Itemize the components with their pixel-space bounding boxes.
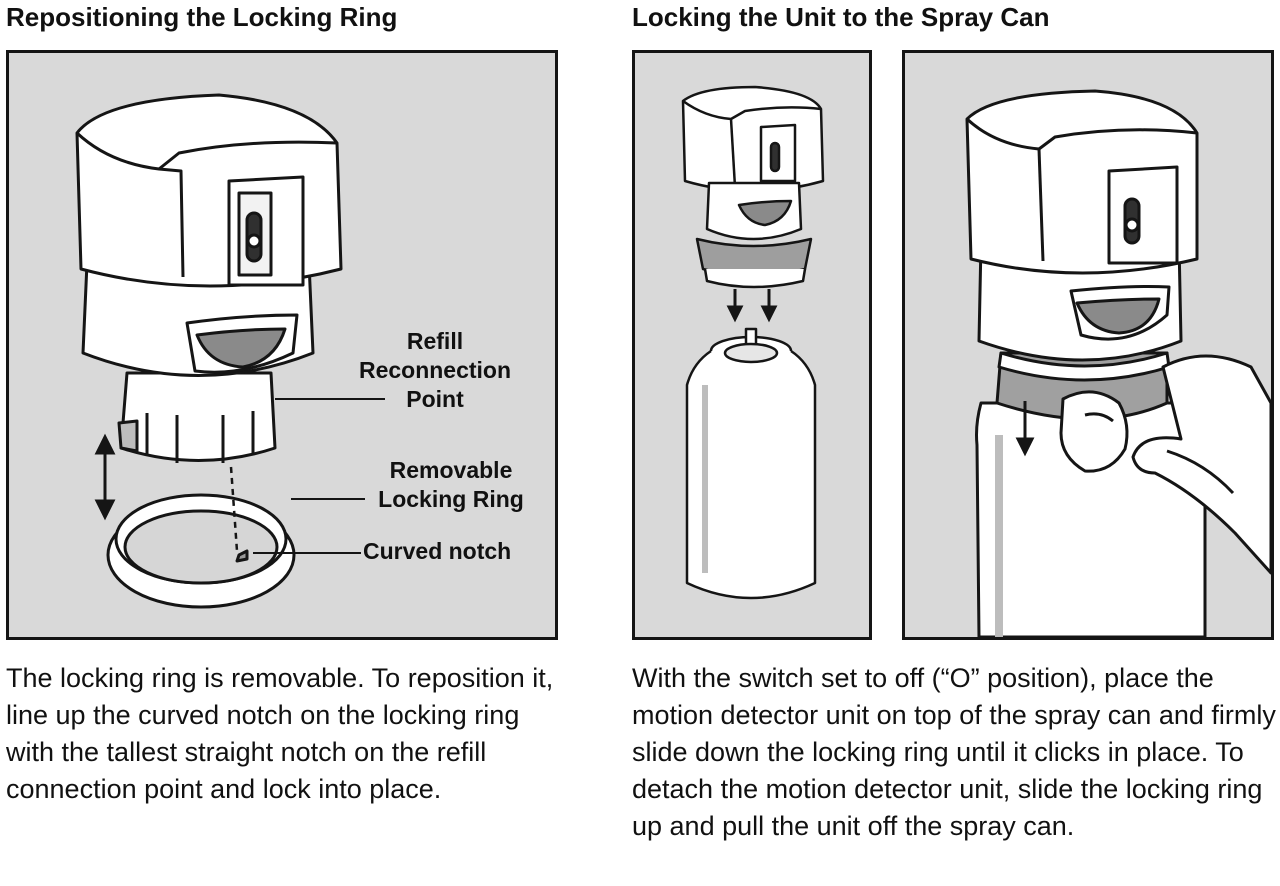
illustration-unit-above-can	[632, 50, 872, 640]
illustration-hand-locking-ring	[902, 50, 1274, 640]
paragraph-locking-instructions: With the switch set to off (“O” position…	[632, 663, 1276, 841]
label-refill-line1: Refill	[406, 328, 464, 354]
label-refill-reconnection-point: Refill Reconnection Point	[345, 327, 525, 414]
heading-repositioning: Repositioning the Locking Ring	[6, 2, 398, 32]
detector-unit-illustration	[75, 93, 385, 609]
label-curved-notch: Curved notch	[363, 538, 512, 564]
hand-and-unit-illustration	[965, 89, 1271, 637]
label-removable-locking-ring: Removable Locking Ring	[361, 456, 541, 514]
heading-locking-unit: Locking the Unit to the Spray Can	[632, 2, 1050, 32]
unit-and-can-illustration	[681, 85, 825, 600]
label-ring-line2: Locking Ring	[378, 486, 524, 512]
illustration-repositioning-ring: Refill Reconnection Point Removable Lock…	[6, 50, 558, 640]
label-refill-line2: Reconnection	[358, 357, 512, 383]
label-ring-line1: Removable	[389, 457, 513, 483]
paragraph-repositioning-instructions: The locking ring is removable. To reposi…	[6, 663, 554, 804]
label-refill-line3: Point	[406, 386, 464, 412]
